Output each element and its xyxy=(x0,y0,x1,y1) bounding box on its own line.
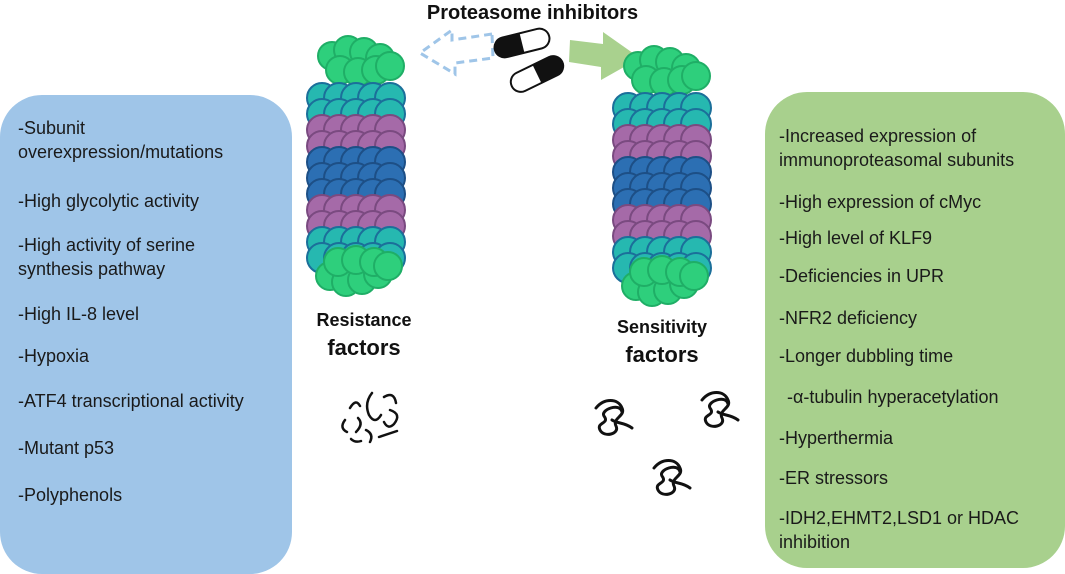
sensitivity-item: -Deficiencies in UPR xyxy=(779,266,945,286)
resistance-item: -Polyphenols xyxy=(18,485,123,505)
folded-protein-icon xyxy=(594,399,634,436)
folded-protein-icon xyxy=(700,391,740,428)
resistance-item: -Hypoxia xyxy=(18,346,90,366)
pill-icon xyxy=(509,55,565,93)
sensitivity-item: -Longer dubbling time xyxy=(779,346,954,366)
proteasome-icon xyxy=(612,45,712,307)
sensitivity-item: -High level of KLF9 xyxy=(779,228,933,248)
protein-fragments-icon xyxy=(341,391,399,444)
resistance-item: -ATF4 transcriptional activity xyxy=(18,391,244,411)
proteasome-icon xyxy=(306,35,406,297)
sensitivity-label-line2: factors xyxy=(625,342,699,367)
resistance-label-line2: factors xyxy=(327,335,401,360)
resistance-factors-panel: -Subunit overexpression/mutations -High … xyxy=(0,95,292,574)
dashed-arrow-icon xyxy=(417,27,495,77)
resistance-item: -High activity of serine synthesis pathw… xyxy=(18,235,196,279)
diagram-title: Proteasome inhibitors xyxy=(426,2,639,24)
sensitivity-item: -Increased expression of immunoproteasom… xyxy=(779,126,1015,170)
resistance-item: -Subunit overexpression/mutations xyxy=(18,118,224,162)
resistance-item: -High IL-8 level xyxy=(18,304,140,324)
sensitivity-item: -High expression of cMyc xyxy=(779,192,982,212)
sensitivity-item: -NFR2 deficiency xyxy=(779,308,918,328)
sensitivity-factors-panel: -Increased expression of immunoproteasom… xyxy=(765,92,1065,568)
pill-icon xyxy=(493,27,551,59)
resistance-item: -High glycolytic activity xyxy=(18,191,200,211)
sensitivity-item: -Hyperthermia xyxy=(779,428,894,448)
resistance-item: -Mutant p53 xyxy=(18,438,115,458)
green-arrow-icon xyxy=(569,32,640,80)
sensitivity-label-line1: Sensitivity xyxy=(616,317,708,337)
folded-protein-icon xyxy=(652,459,692,496)
sensitivity-item: -ER stressors xyxy=(779,468,889,488)
resistance-label-line1: Resistance xyxy=(316,310,412,330)
sensitivity-item: -IDH2,EHMT2,LSD1 or HDAC inhibition xyxy=(779,508,1020,552)
sensitivity-item: -α-tubulin hyperacetylation xyxy=(787,387,999,407)
